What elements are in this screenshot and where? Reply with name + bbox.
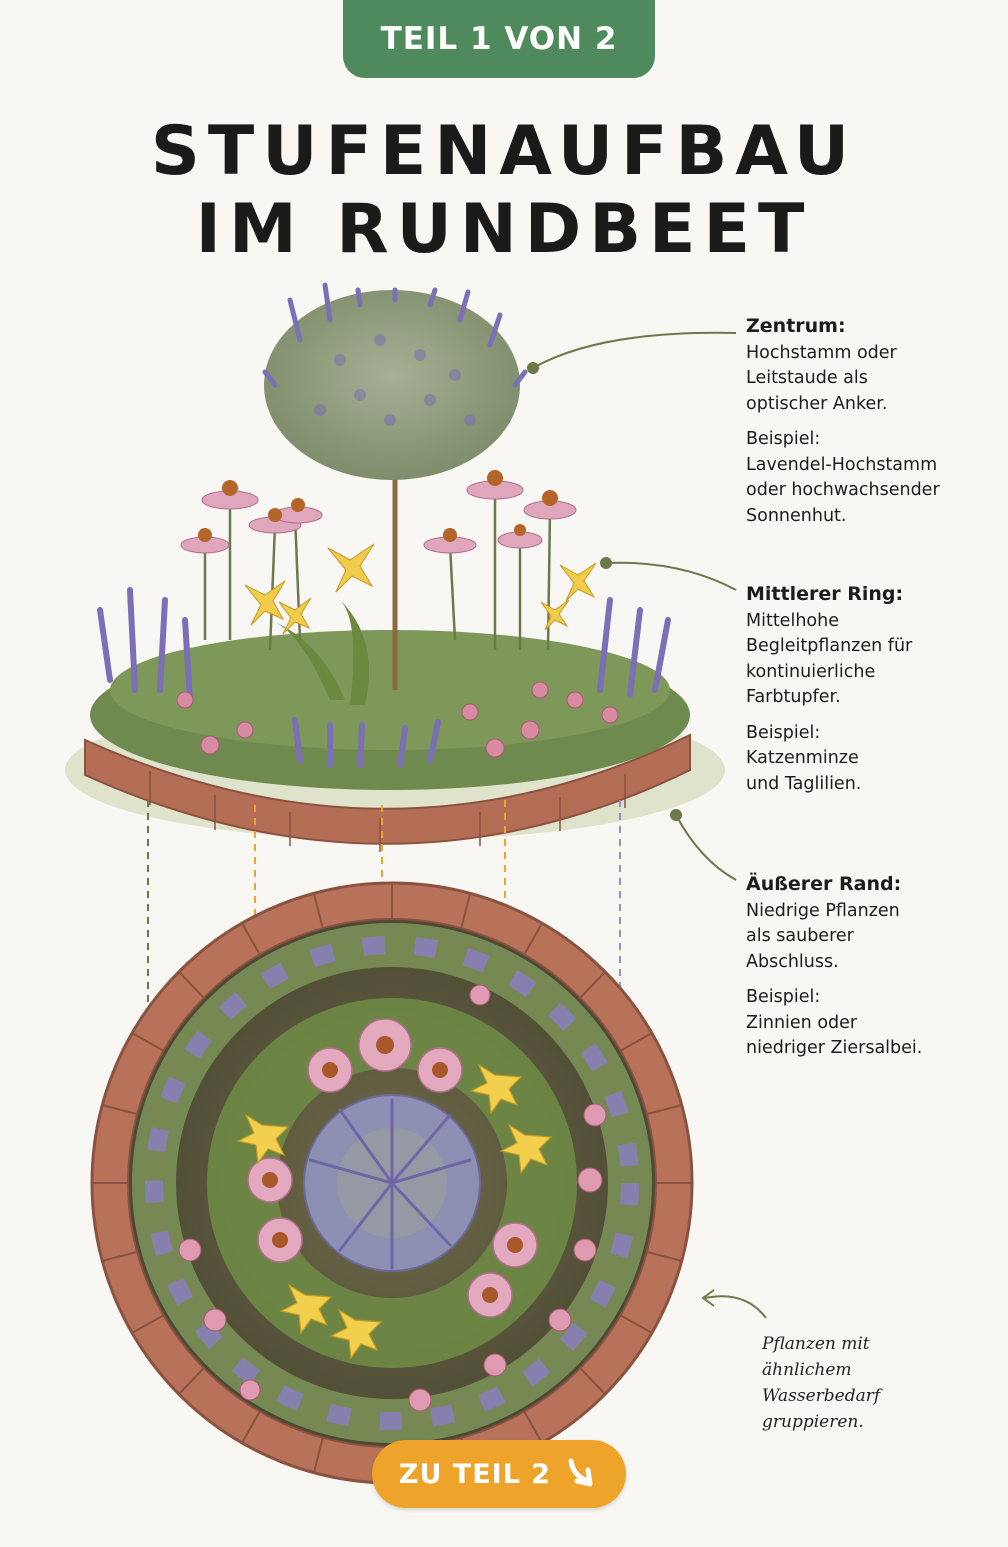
page-title-line-1: STUFENAUFBAU <box>150 112 858 191</box>
annotation-aeusserer-rand-body: Niedrige Pflanzen als sauberer Abschluss… <box>746 900 900 972</box>
page-title-line-2: IM RUNDBEET <box>195 190 813 269</box>
annotation-mittlerer-ring: Mittlerer Ring: Mittelhohe Begleitpflanz… <box>746 582 996 797</box>
annotation-mittlerer-ring-heading: Mittlerer Ring: <box>746 583 904 605</box>
annotation-zentrum: Zentrum: Hochstamm oder Leitstaude als o… <box>746 314 996 529</box>
annotation-aeusserer-rand-example: Beispiel: Zinnien oder niedriger Ziersal… <box>746 987 923 1058</box>
annotation-zentrum-heading: Zentrum: <box>746 315 846 337</box>
annotation-zentrum-body: Hochstamm oder Leitstaude als optischer … <box>746 342 897 414</box>
annotation-mittlerer-ring-example: Beispiel: Katzenminze und Taglilien. <box>746 722 862 794</box>
annotation-aeusserer-rand: Äußerer Rand: Niedrige Pflanzen als saub… <box>746 872 996 1062</box>
next-part-button[interactable]: ZU TEIL 2 <box>372 1440 626 1508</box>
side-coneflowers <box>180 470 577 554</box>
side-view-bed <box>65 282 725 852</box>
annotation-leaders <box>527 331 767 1319</box>
part-badge: TEIL 1 VON 2 <box>343 0 655 78</box>
annotation-mittlerer-ring-body: Mittelhohe Begleitpflanzen für kontinuie… <box>746 610 913 708</box>
standard-tree-canopy <box>264 290 520 480</box>
top-coneflowers <box>247 1018 538 1318</box>
arrow-down-right-icon <box>568 1458 593 1487</box>
annotation-aeusserer-rand-heading: Äußerer Rand: <box>746 873 902 895</box>
top-view-bed <box>90 881 694 1485</box>
watering-tip-note: Pflanzen mit ähnlichem Wasserbedarf grup… <box>762 1334 881 1432</box>
annotation-zentrum-example: Beispiel: Lavendel-Hochstamm oder hochwa… <box>746 429 940 526</box>
next-part-button-label: ZU TEIL 2 <box>398 1458 552 1490</box>
part-badge-label: TEIL 1 VON 2 <box>380 21 618 57</box>
